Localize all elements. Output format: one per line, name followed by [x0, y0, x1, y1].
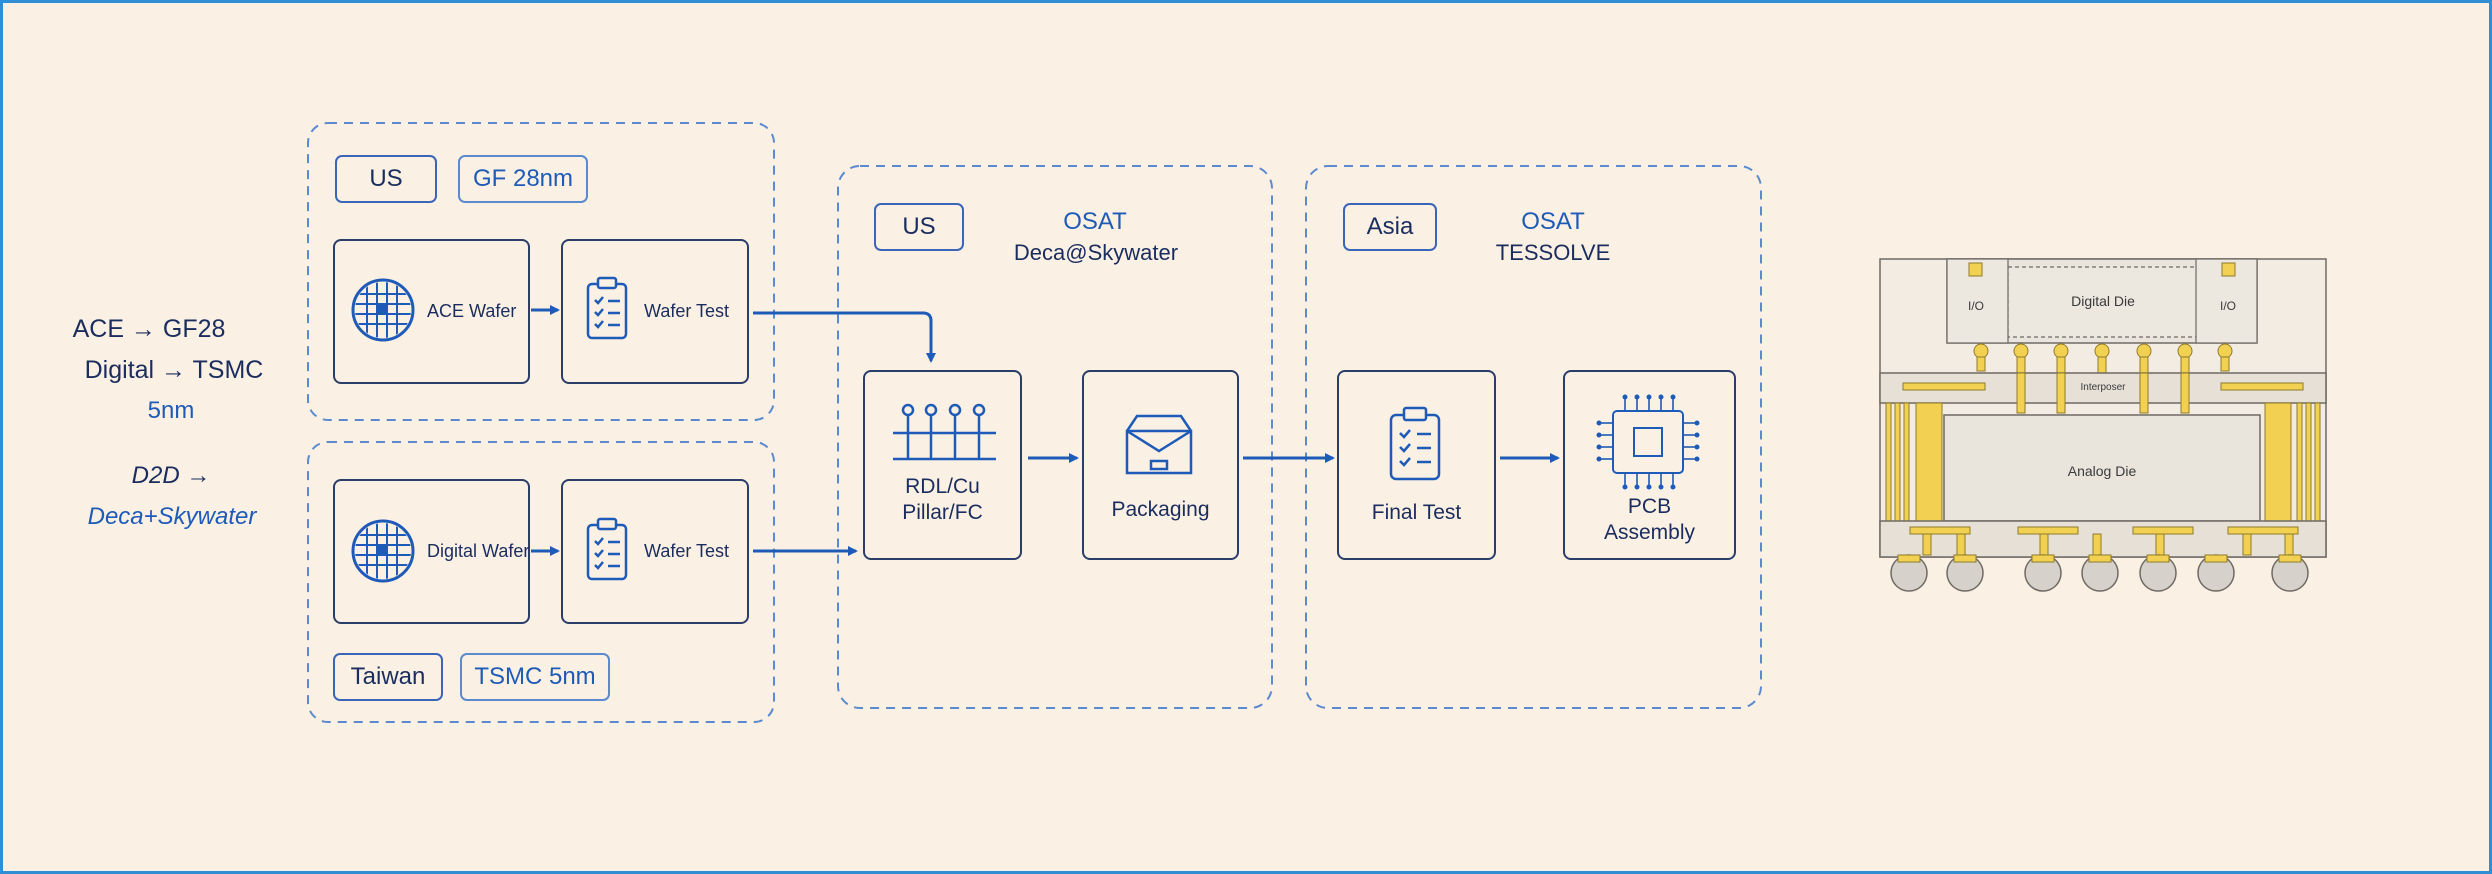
- io-right-label: I/O: [2219, 299, 2237, 313]
- osat-us-title: OSAT: [1063, 208, 1127, 235]
- note-digital-tsmc: Digital → TSMC: [84, 356, 264, 384]
- final-test-box: Final Test: [1337, 370, 1496, 560]
- note-d2d: D2D →: [131, 462, 211, 489]
- note-deca-skywater: Deca+Skywater: [87, 503, 257, 530]
- bottom-wafer-test-box: Wafer Test: [561, 479, 749, 624]
- osat-asia-outline: [1305, 165, 1762, 709]
- analog-die: [1943, 414, 2261, 522]
- top-group-outline: [307, 122, 775, 421]
- package-box-icon: [1125, 414, 1193, 475]
- note-ace-gf28: ACE → GF28: [72, 315, 226, 343]
- interposer-label: Interposer: [2080, 382, 2126, 393]
- digital-die-label: Digital Die: [2071, 293, 2135, 309]
- digital-wafer-label: Digital Wafer: [427, 541, 530, 561]
- osat-asia-title: OSAT: [1521, 208, 1585, 235]
- pcb-assembly-box: PCB Assembly: [1563, 370, 1736, 560]
- package-cross-section: [1879, 258, 2327, 592]
- clipboard-icon: [586, 517, 628, 581]
- top-wafer-test-box: Wafer Test: [561, 239, 749, 384]
- foundry-tag-gf28: GF 28nm: [458, 155, 588, 203]
- foundry-tag-tsmc5: TSMC 5nm: [460, 653, 610, 701]
- analog-die-label: Analog Die: [2067, 463, 2137, 479]
- rdl-pillar-box: RDL/Cu Pillar/FC: [863, 370, 1022, 560]
- ace-wafer-box: ACE Wafer: [333, 239, 530, 384]
- packaging-label: Packaging: [1111, 498, 1210, 521]
- region-tag-asia: Asia: [1343, 203, 1437, 251]
- osat-us-outline: [837, 165, 1273, 709]
- clipboard-icon: [586, 276, 628, 340]
- ace-wafer-label: ACE Wafer: [427, 301, 517, 321]
- wafer-test-label: Wafer Test: [644, 301, 730, 321]
- region-tag-taiwan: Taiwan: [333, 653, 443, 701]
- osat-us-subtitle: Deca@Skywater: [1013, 240, 1179, 265]
- packaging-box: Packaging: [1082, 370, 1239, 560]
- wafer-icon: [351, 278, 415, 342]
- chip-icon: [1596, 394, 1700, 490]
- note-5nm: 5nm: [147, 397, 195, 424]
- region-tag-us: US: [335, 155, 437, 203]
- osat-asia-subtitle: TESSOLVE: [1495, 240, 1611, 265]
- bottom-group-outline: [307, 441, 775, 723]
- diagram-graphics: [307, 122, 2327, 723]
- clipboard-icon: [1389, 406, 1441, 481]
- pillar-bump-icon: [893, 403, 996, 461]
- rdl-layer: [1879, 520, 2327, 558]
- wafer-icon: [351, 519, 415, 583]
- final-test-label: Final Test: [1371, 501, 1462, 524]
- io-left-label: I/O: [1967, 299, 1985, 313]
- digital-wafer-box: Digital Wafer: [333, 479, 530, 624]
- pcb-assembly-label: PCB Assembly: [1603, 495, 1696, 545]
- arrow-top-test-to-rdl: [753, 311, 936, 363]
- region-tag-us: US: [874, 203, 964, 251]
- wafer-test-label: Wafer Test: [644, 541, 730, 561]
- rdl-pillar-label: RDL/Cu Pillar/FC: [902, 475, 983, 525]
- digital-die: [2007, 266, 2199, 338]
